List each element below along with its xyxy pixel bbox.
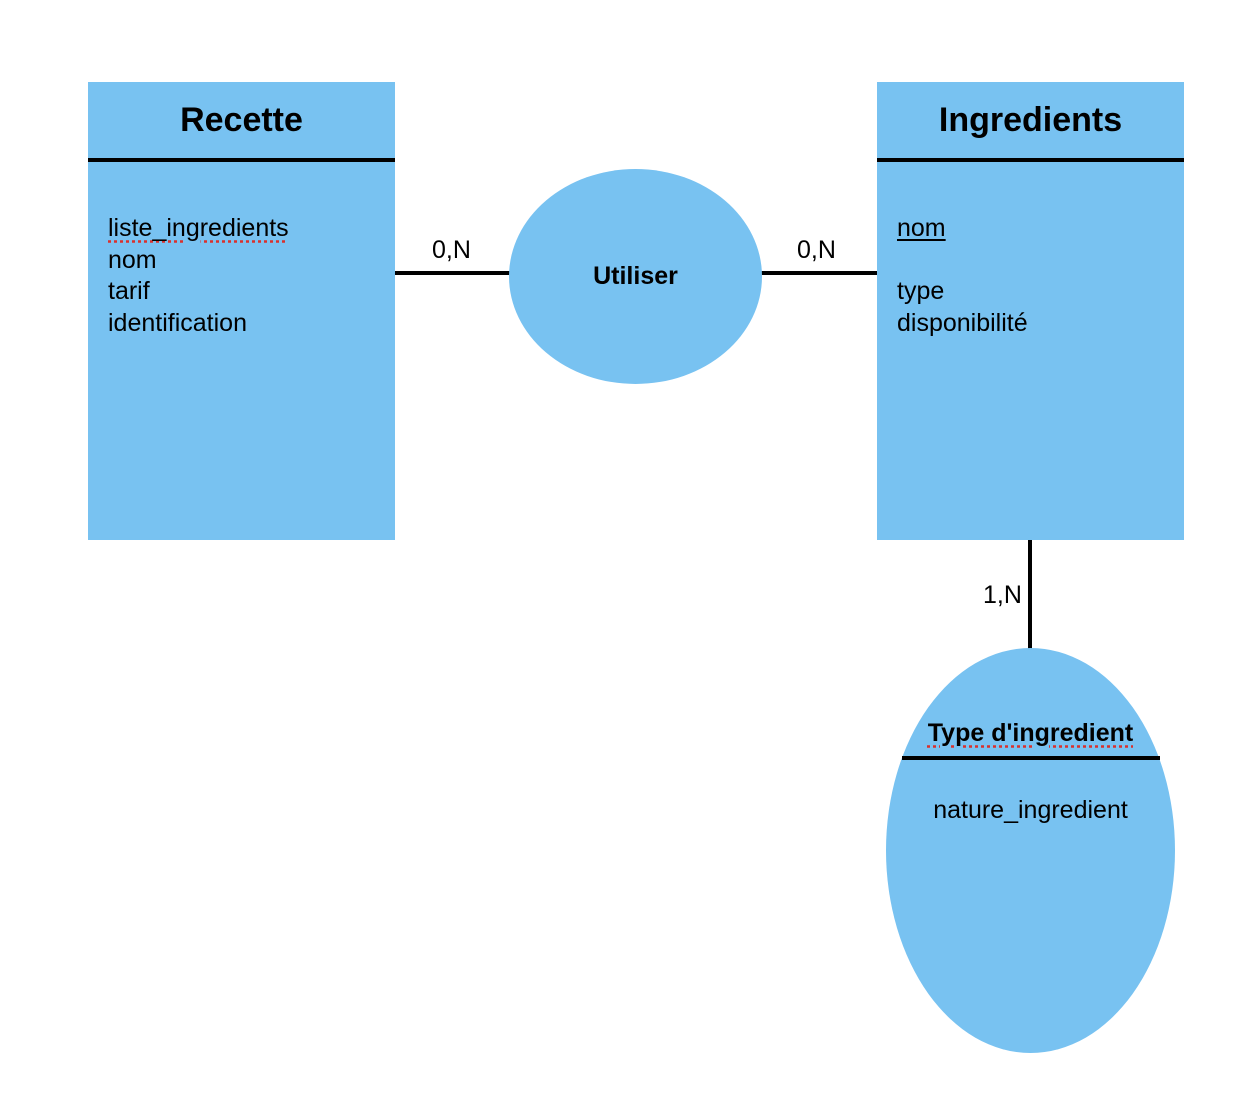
cardinality-ingredients-utiliser: 0,N (797, 236, 836, 264)
entity-ingredients[interactable]: Ingredients nom type disponibilité (877, 82, 1184, 540)
cardinality-ingredients-type: 1,N (983, 581, 1022, 609)
attribute-liste-ingredients-text: liste_ingredients (108, 214, 289, 242)
entity-ingredients-title: Ingredients (877, 82, 1184, 162)
attribute-nom: nom (108, 245, 157, 274)
connector-recette-utiliser (395, 271, 513, 275)
entity-recette-attributes: liste_ingredients nom tarif identificati… (108, 213, 289, 339)
attribute-nom-key-text: nom (897, 214, 946, 242)
entity-ingredients-attributes: nom type disponibilité (897, 213, 1028, 339)
attribute-nature-ingredient: nature_ingredient (933, 796, 1128, 824)
attribute-tarif: tarif (108, 277, 150, 305)
attribute-nom-key: nom (897, 213, 1028, 245)
attribute-type: type (897, 277, 945, 305)
connector-ingredients-type (1028, 540, 1032, 652)
entity-recette-title: Recette (88, 82, 395, 162)
entity-type-ingredient-title: Type d'ingredient (886, 719, 1175, 748)
entity-type-ingredient-divider (902, 756, 1160, 760)
attribute-disponibilite: disponibilité (897, 308, 1028, 337)
relationship-utiliser[interactable] (509, 169, 762, 384)
relationship-utiliser-label: Utiliser (593, 262, 678, 290)
attribute-identification: identification (108, 308, 247, 337)
entity-type-ingredient-title-text: Type d'ingredient (927, 719, 1134, 747)
attribute-liste-ingredients: liste_ingredients (108, 213, 289, 245)
entity-recette[interactable]: Recette liste_ingredients nom tarif iden… (88, 82, 395, 540)
attribute-gap (897, 245, 1028, 277)
connector-utiliser-ingredients (759, 271, 877, 275)
entity-type-ingredient[interactable] (886, 648, 1175, 1053)
cardinality-recette-utiliser: 0,N (432, 236, 471, 264)
